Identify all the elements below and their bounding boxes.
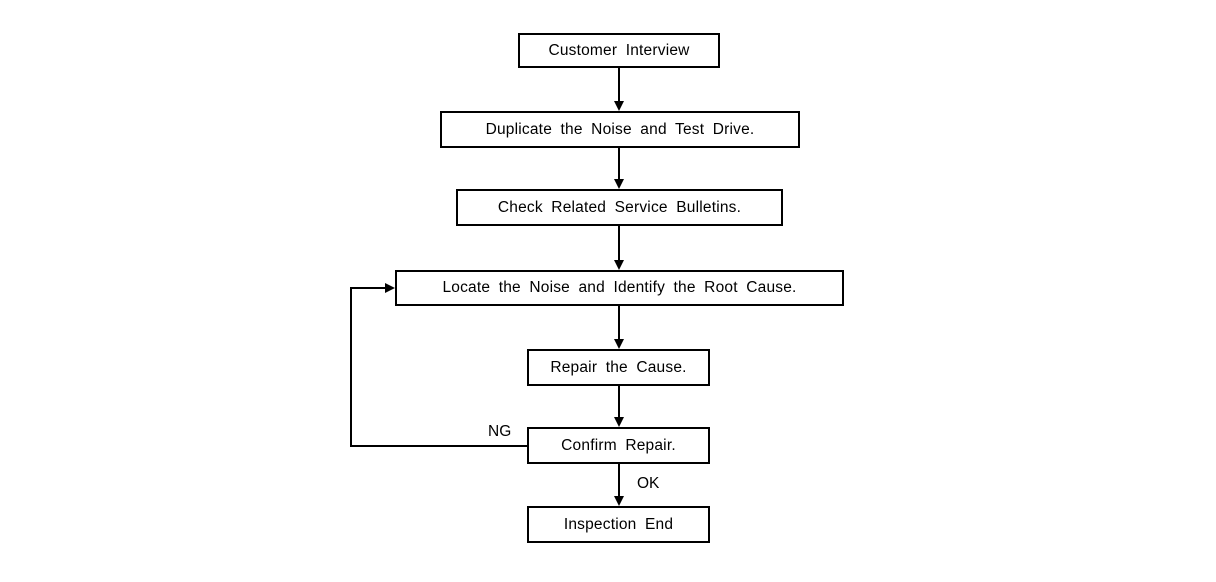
node-confirm-repair[interactable]: Confirm Repair. <box>527 427 710 464</box>
arrowhead-down-icon <box>614 339 624 349</box>
arrowhead-down-icon <box>614 101 624 111</box>
edge-label-ng: NG <box>488 423 512 440</box>
connector-bulletins-to-locate <box>618 226 620 260</box>
node-label: Repair the Cause. <box>550 358 687 376</box>
node-repair-cause[interactable]: Repair the Cause. <box>527 349 710 386</box>
edge-label-ok: OK <box>637 475 660 492</box>
node-locate-noise[interactable]: Locate the Noise and Identify the Root C… <box>395 270 844 306</box>
arrowhead-down-icon <box>614 496 624 506</box>
connector-repair-to-confirm <box>618 386 620 417</box>
arrowhead-right-icon <box>385 283 395 293</box>
connector-ng-vertical <box>350 287 352 447</box>
connector-ng-horizontal-lower <box>350 445 527 447</box>
connector-confirm-to-end <box>618 464 620 496</box>
connector-interview-to-duplicate <box>618 68 620 101</box>
connector-locate-to-repair <box>618 306 620 339</box>
node-customer-interview[interactable]: Customer Interview <box>518 33 720 68</box>
node-label: Inspection End <box>563 515 674 533</box>
node-label: Check Related Service Bulletins. <box>497 198 742 216</box>
arrowhead-down-icon <box>614 260 624 270</box>
node-label: Locate the Noise and Identify the Root C… <box>442 279 797 297</box>
node-label: Confirm Repair. <box>561 436 676 454</box>
connector-ng-horizontal-upper <box>350 287 385 289</box>
node-label: Duplicate the Noise and Test Drive. <box>485 120 755 138</box>
arrowhead-down-icon <box>614 417 624 427</box>
arrowhead-down-icon <box>614 179 624 189</box>
connector-duplicate-to-bulletins <box>618 148 620 179</box>
node-inspection-end[interactable]: Inspection End <box>527 506 710 543</box>
node-check-bulletins[interactable]: Check Related Service Bulletins. <box>456 189 783 226</box>
node-duplicate-noise[interactable]: Duplicate the Noise and Test Drive. <box>440 111 800 148</box>
node-label: Customer Interview <box>548 41 690 59</box>
